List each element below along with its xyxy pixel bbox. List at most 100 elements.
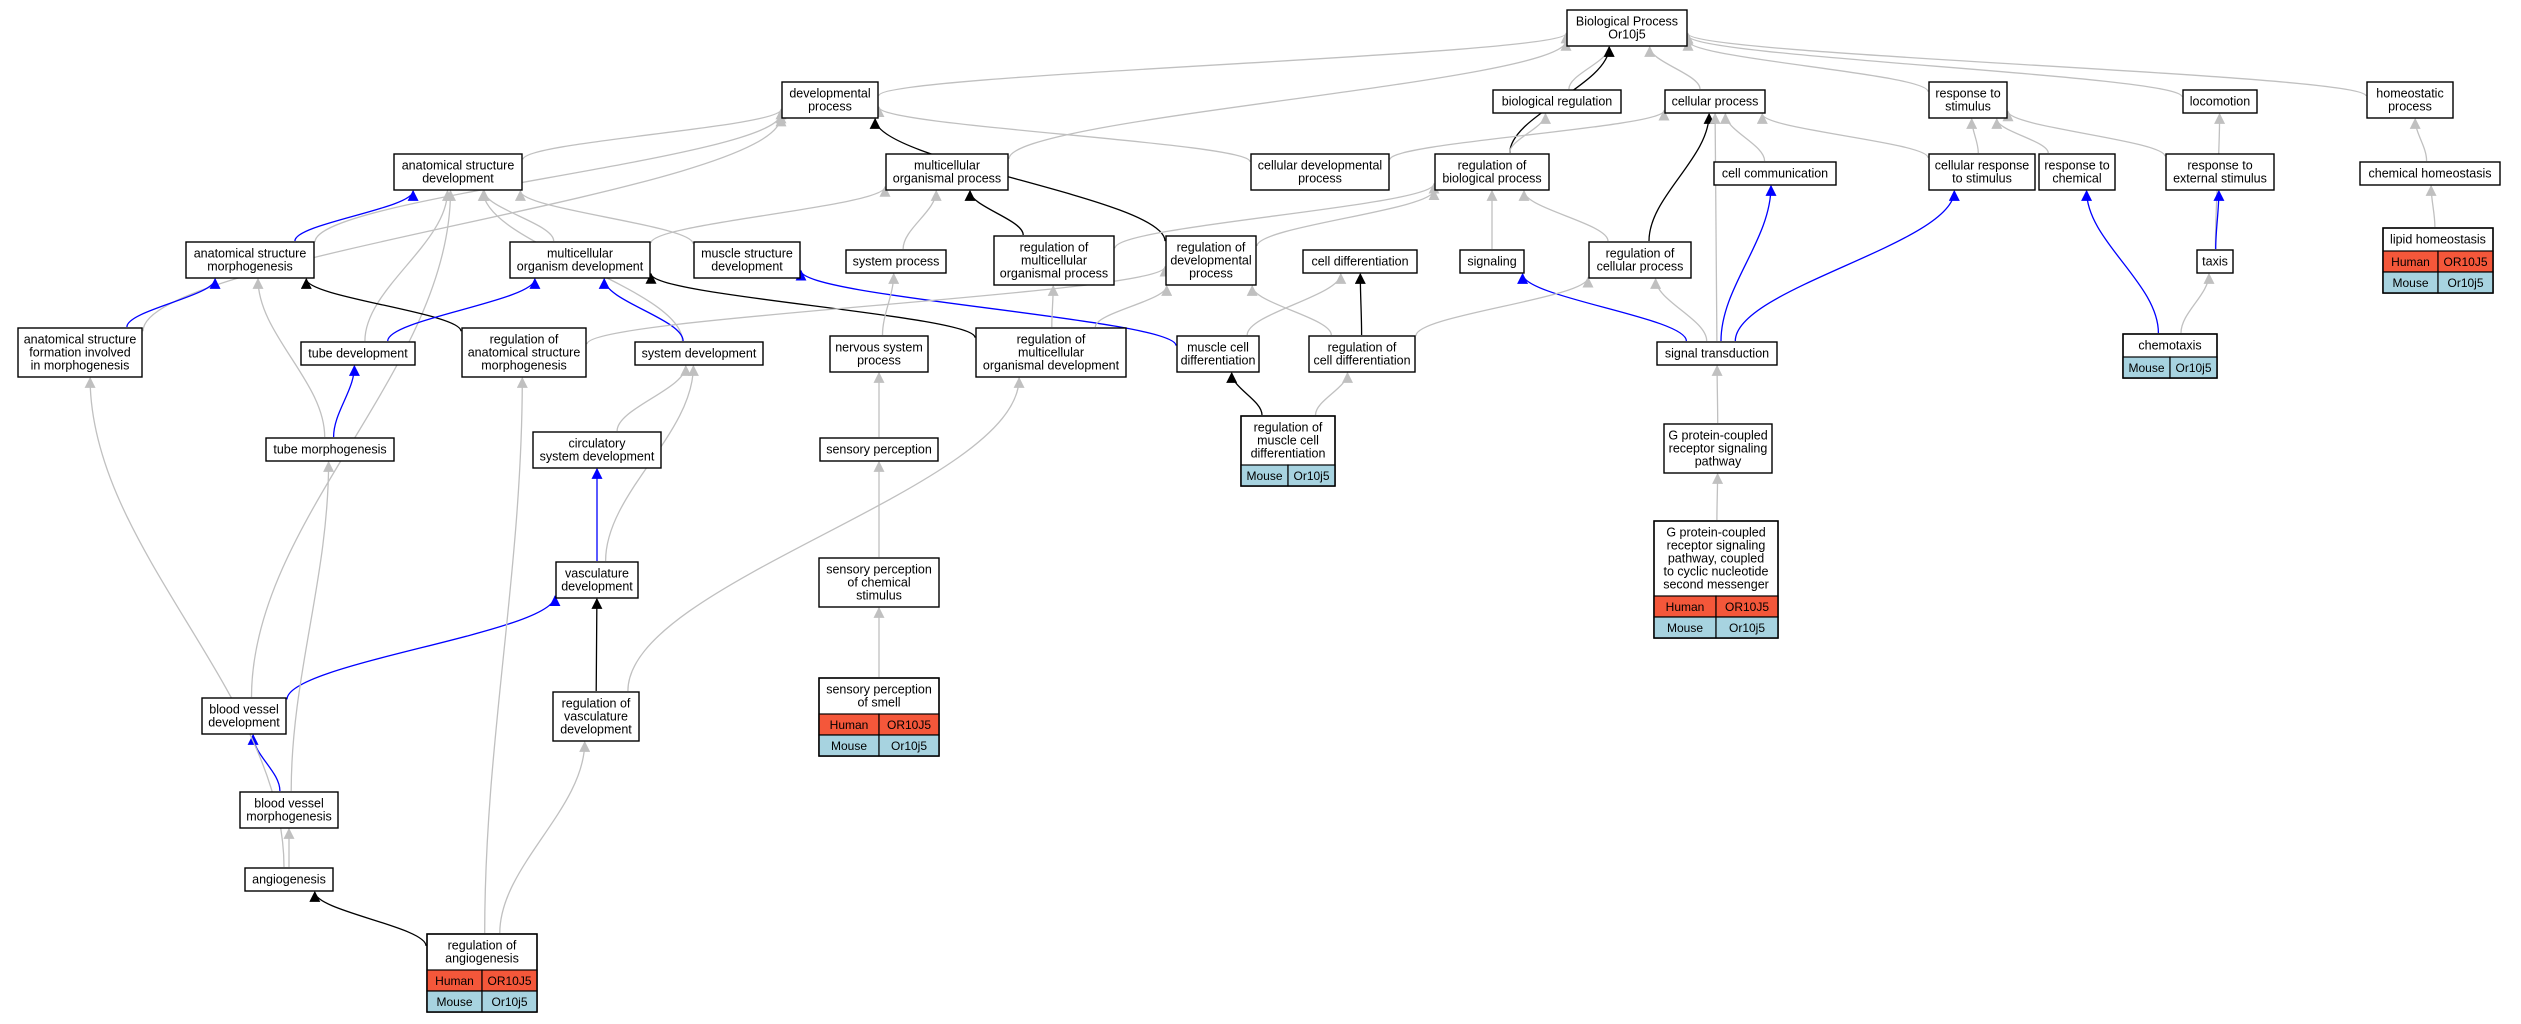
edge-is_a-loco-to-bp [1682, 34, 2183, 98]
term-label-line: blood vessel [209, 703, 279, 717]
edge-is_a-rmod-to-rdp [1094, 284, 1173, 328]
term-label-line: regulation of [448, 939, 517, 953]
term-label-line: chemical homeostasis [2369, 167, 2492, 181]
gene-symbol: OR10J5 [487, 974, 531, 988]
term-box [818, 557, 940, 608]
term-box [1664, 89, 1766, 114]
go-term-cellcomm[interactable]: cell communication [1713, 161, 1837, 186]
edge-is_a-asd-to-dev [522, 108, 787, 160]
go-term-sysproc[interactable]: system process [845, 249, 947, 274]
term-label-line: G protein-coupled [1668, 429, 1767, 443]
edge-is_a-homeo-to-bp [1682, 32, 2367, 97]
term-label-line: second messenger [1663, 578, 1769, 592]
term-box [1713, 161, 1837, 186]
edge-regulates-rdp-to-dev [869, 117, 1166, 242]
term-label-line: angiogenesis [252, 873, 326, 887]
term-label-line: differentiation [1181, 354, 1256, 368]
term-box [1928, 81, 2008, 119]
edge-is_a-rcd-to-rdp [1246, 284, 1332, 336]
species-label: Human [435, 974, 474, 988]
term-label-line: stimulus [856, 589, 902, 603]
species-label: Human [2391, 255, 2430, 269]
edge-is_a-asm-to-dev [314, 112, 787, 243]
term-box [1656, 341, 1778, 366]
term-label-line: development [560, 723, 632, 737]
edge-is_a-rcp-to-rbp [1518, 189, 1609, 242]
edge-is_a-chemotaxis-to-taxis [2180, 272, 2215, 334]
term-border [2122, 333, 2218, 379]
go-term-cellproc[interactable]: cellular process [1664, 89, 1766, 114]
go-term-signaling[interactable]: signaling [1459, 249, 1525, 274]
term-label-line: circulatory [569, 437, 627, 451]
go-term-loco[interactable]: locomotion [2182, 89, 2258, 114]
edge-is_a-cdp-to-dev [873, 106, 1251, 163]
go-term-angio[interactable]: angiogenesis [244, 867, 334, 892]
edge-regulates-rcp-to-cellproc [1648, 112, 1715, 242]
go-term-sysdev[interactable]: system development [634, 341, 764, 366]
go-term-sensperc[interactable]: sensory perception [819, 437, 939, 462]
edge-is_a-cellproc-to-bp [1644, 45, 1701, 90]
term-label-line: regulation of [1328, 341, 1397, 355]
term-label-line: vasculature [564, 710, 628, 724]
term-label-line: process [2388, 100, 2432, 114]
term-box [201, 697, 287, 735]
gene-symbol: Or10j5 [891, 739, 927, 753]
term-label-line: organism development [517, 260, 644, 274]
term-box [1434, 153, 1550, 191]
edge-regulates-rmod-to-mod [645, 272, 976, 338]
term-box [2182, 89, 2258, 114]
edge-is_a-res-to-resp [2002, 110, 2166, 157]
species-label: Mouse [1246, 469, 1282, 483]
go-term-sigtrans[interactable]: signal transduction [1656, 341, 1778, 366]
term-label-line: cell communication [1722, 167, 1828, 181]
term-label-line: development [561, 580, 633, 594]
go-term-tubemorph[interactable]: tube morphogenesis [265, 437, 395, 462]
go-term-taxis[interactable]: taxis [2196, 249, 2234, 274]
go-term-celldiff[interactable]: cell differentiation [1302, 249, 1418, 274]
edge-is_a-rvd-to-rmod [627, 376, 1025, 692]
go-term-chemhomeo[interactable]: chemical homeostasis [2359, 161, 2501, 186]
term-label-line: system process [853, 255, 940, 269]
gene-symbol: OR10J5 [887, 718, 931, 732]
go-term-bioreg[interactable]: biological regulation [1492, 89, 1622, 114]
term-label-line: process [857, 354, 901, 368]
go-term-tubedev[interactable]: tube development [300, 341, 416, 366]
